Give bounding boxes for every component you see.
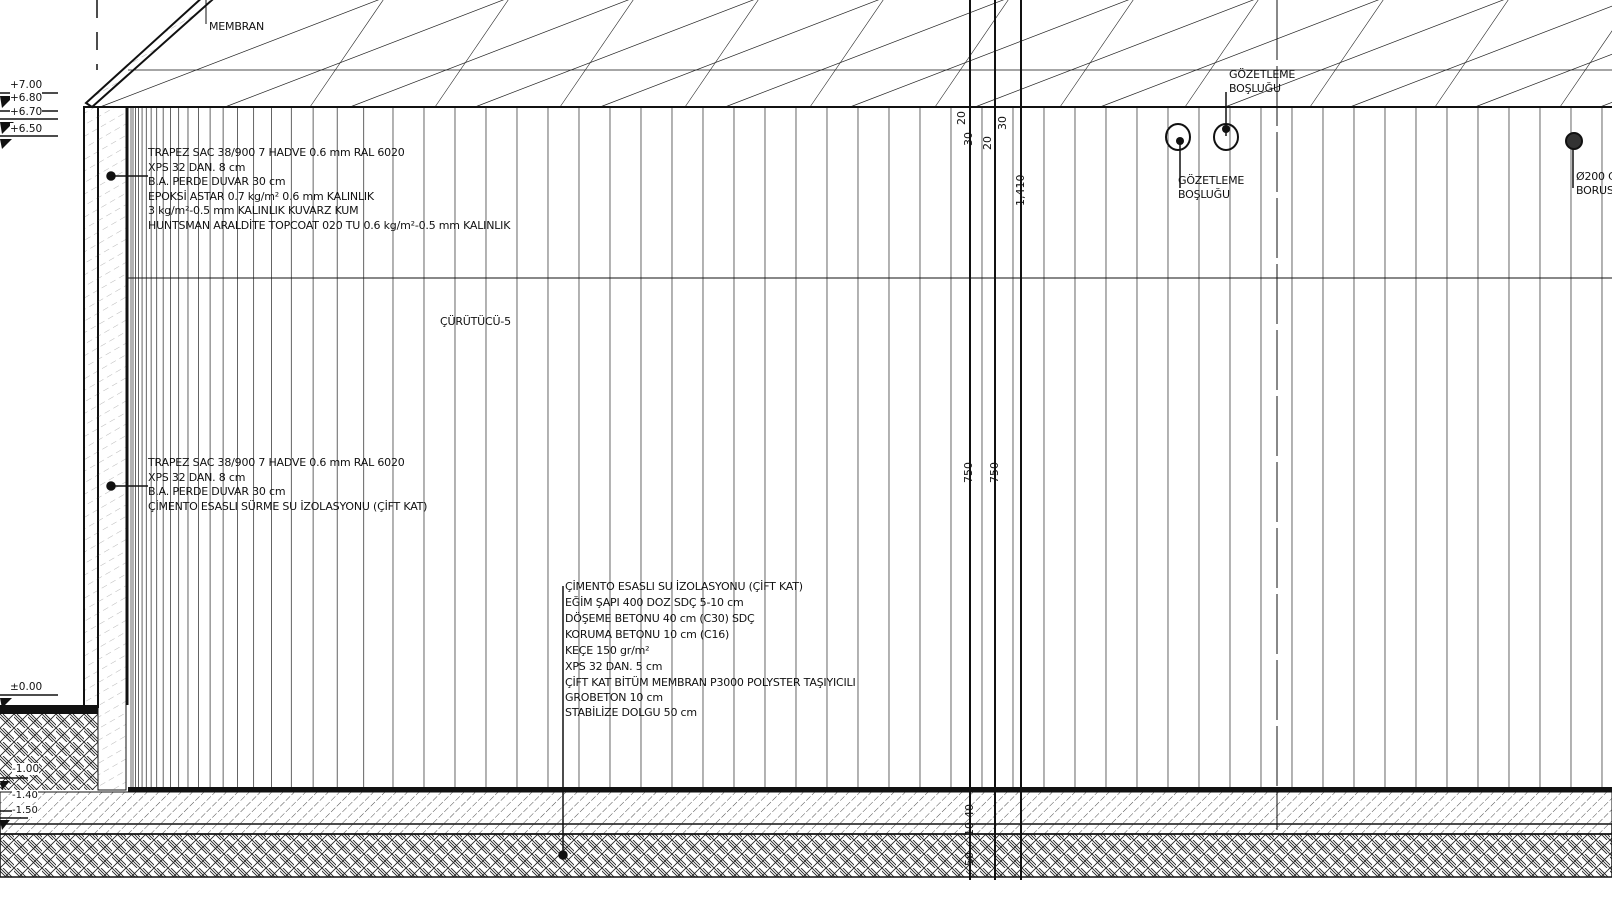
leader-dots — [1176, 125, 1230, 145]
dim-750b: 750 — [988, 462, 1001, 483]
level-150: -1.50 — [12, 805, 38, 817]
layer: ÇİMENTO ESASLI SU İZOLASYONU (ÇİFT KAT) — [565, 580, 803, 593]
roof-line — [1349, 5, 1612, 108]
layer: STABİLİZE DOLGU 50 cm — [565, 706, 697, 719]
roof-line — [99, 0, 380, 108]
cladding-lines — [130, 107, 1603, 787]
layer: TRAPEZ SAC 38/900 7 HADVE 0.6 mm RAL 602… — [148, 146, 405, 159]
roof-line — [1474, 53, 1612, 108]
wall-upper-notes: TRAPEZ SAC 38/900 7 HADVE 0.6 mm RAL 602… — [148, 146, 510, 233]
bosluk-line: BOŞLUĞU — [1229, 82, 1281, 95]
layer: DÖŞEME BETONU 40 cm (C30) SDÇ — [565, 612, 755, 625]
roof-line — [724, 0, 1005, 108]
pipe-label: Ø200 C BORUS — [1576, 170, 1612, 198]
layer: EPOKSİ ASTAR 0.7 kg/m² 0.6 mm KALINLIK — [148, 189, 374, 203]
layer: 3 kg/m²-0.5 mm KALINLIK KUVARZ KUM — [148, 204, 359, 217]
layer: B.A. PERDE DUVAR 30 cm — [148, 175, 286, 188]
roof-line — [934, 0, 1009, 108]
roof-line — [974, 0, 1255, 108]
dim-20: 20 — [955, 111, 968, 125]
level-140: -1.40 — [12, 790, 38, 802]
layer: XPS 32 DAN. 8 cm — [148, 470, 246, 484]
level-000: ±0.00 — [10, 681, 43, 693]
dim-30b: 30 — [996, 116, 1009, 130]
roof-line — [684, 0, 759, 108]
gozetleme-line: GÖZETLEME — [1178, 174, 1245, 187]
layer: HUNTSMAN ARALDİTE TOPCOAT 020 TU 0.6 kg/… — [148, 218, 511, 232]
roof-line — [1434, 0, 1509, 108]
layer: KEÇE 150 gr/m² — [565, 644, 650, 657]
dim-50: 50 — [963, 852, 976, 866]
membran-label: MEMBRAN — [209, 20, 265, 33]
dim-40: 40 — [963, 804, 976, 818]
roof-line — [434, 0, 509, 108]
roof-line — [224, 0, 505, 108]
floor-slab — [0, 791, 1612, 825]
layer: B.A. PERDE DUVAR 30 cm — [148, 485, 286, 498]
layer: ÇİFT KAT BİTÜM MEMBRAN P3000 POLYSTER TA… — [565, 676, 856, 689]
roof-line — [474, 0, 755, 108]
roof-line — [1099, 0, 1380, 108]
wall-lower-notes: TRAPEZ SAC 38/900 7 HADVE 0.6 mm RAL 602… — [148, 456, 427, 514]
roof-line — [1309, 0, 1384, 108]
roof-line — [849, 0, 1130, 108]
dim-750a: 750 — [962, 462, 975, 483]
layer: XPS 32 DAN. 5 cm — [565, 660, 663, 673]
level-100: -1.00 — [12, 763, 40, 775]
layer: XPS 32 DAN. 8 cm — [148, 160, 246, 174]
level-650: +6.50 — [10, 123, 43, 135]
wall-concrete — [97, 106, 127, 791]
layer: EĞİM ŞAPI 400 DOZ SDÇ 5-10 cm — [565, 596, 744, 609]
level-680: +6.80 — [10, 92, 43, 104]
ground-slab — [0, 705, 98, 714]
layer: TRAPEZ SAC 38/900 7 HADVE 0.6 mm RAL 602… — [148, 456, 405, 469]
roof-lines — [99, 0, 1612, 108]
roof-line — [1559, 30, 1612, 108]
layer: ÇİMENTO ESASLI SÜRME SU İZOLASYONU (ÇİFT… — [148, 499, 428, 513]
roof-line — [599, 0, 880, 108]
pipe-line-2: BORUS — [1576, 184, 1612, 197]
dim-total: 1,410 — [1014, 174, 1027, 207]
protection-concrete — [0, 823, 1612, 835]
gozetleme-top-label: GÖZETLEME BOŞLUĞU — [1229, 68, 1295, 96]
pipe-line-1: Ø200 C — [1576, 170, 1612, 183]
bosluk-line: BOŞLUĞU — [1178, 188, 1230, 201]
roof-slope — [84, 0, 214, 109]
dim-10: 10 — [963, 822, 976, 836]
roof-line — [1224, 0, 1505, 108]
gozetleme-line: GÖZETLEME — [1229, 68, 1296, 81]
stabilized-fill — [0, 833, 1612, 878]
roof-line — [1599, 102, 1612, 108]
inspection-openings — [1165, 123, 1583, 151]
dim-20b: 20 — [981, 136, 994, 150]
floor-notes: ÇİMENTO ESASLI SU İZOLASYONU (ÇİFT KAT) … — [565, 579, 856, 721]
layer: KORUMA BETONU 10 cm (C16) — [565, 628, 730, 641]
level-670: +6.70 — [10, 106, 43, 118]
level-700: +7.00 — [10, 79, 43, 91]
wall-outer — [83, 106, 99, 708]
dim-30: 30 — [962, 132, 975, 146]
roof-line — [309, 0, 384, 108]
roof-line — [1059, 0, 1134, 108]
layer: GROBETON 10 cm — [565, 691, 663, 704]
roof-line — [1184, 0, 1259, 108]
floor-finish — [128, 787, 1612, 792]
gozetleme-bottom-label: GÖZETLEME BOŞLUĞU — [1178, 174, 1244, 202]
roof-line — [809, 0, 884, 108]
curutucu-label: ÇÜRÜTÜCÜ-5 — [440, 315, 511, 328]
roof-line — [349, 0, 630, 108]
roof-line — [559, 0, 634, 108]
